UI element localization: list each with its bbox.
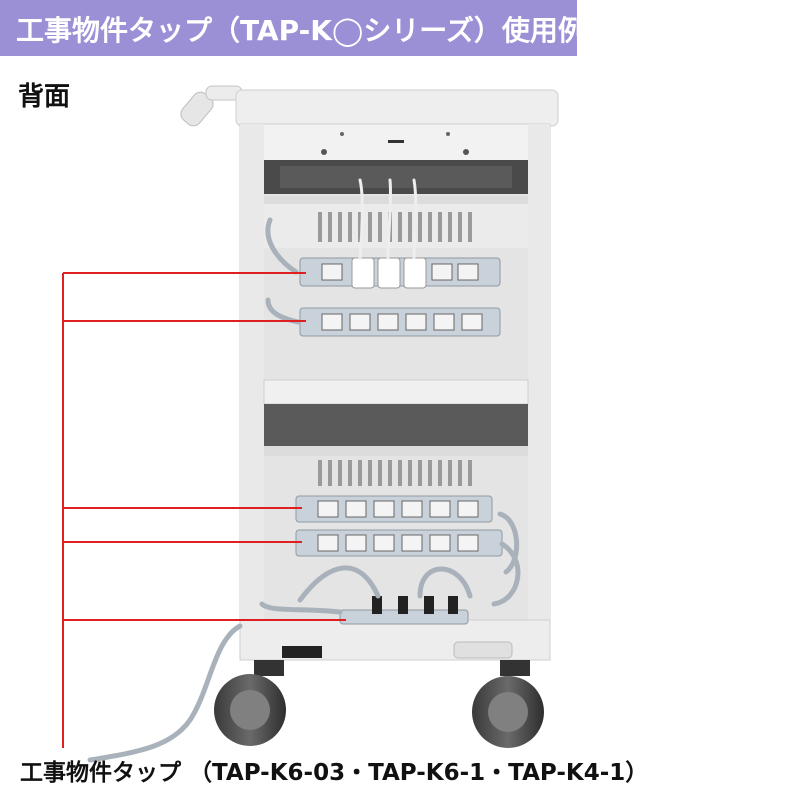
power-strip-4	[295, 529, 503, 557]
callout-lines	[62, 272, 346, 748]
power-strip-2	[299, 307, 501, 337]
cart-handle	[180, 85, 243, 127]
page-title: 工事物件タップ（TAP-K◯シリーズ）使用例	[16, 14, 586, 47]
power-strip-1	[299, 257, 501, 289]
view-label: 背面	[18, 82, 71, 112]
product-caption: 工事物件タップ （TAP-K6-03・TAP-K6-1・TAP-K4-1）	[20, 760, 649, 786]
cart-wheels	[214, 660, 544, 748]
cart-body	[235, 89, 559, 661]
power-strip-3	[295, 495, 493, 523]
header-bar: 工事物件タップ（TAP-K◯シリーズ）使用例	[0, 0, 586, 56]
cables	[87, 178, 521, 763]
vent-slots-bottom	[318, 460, 472, 486]
power-strip-5	[339, 596, 469, 625]
